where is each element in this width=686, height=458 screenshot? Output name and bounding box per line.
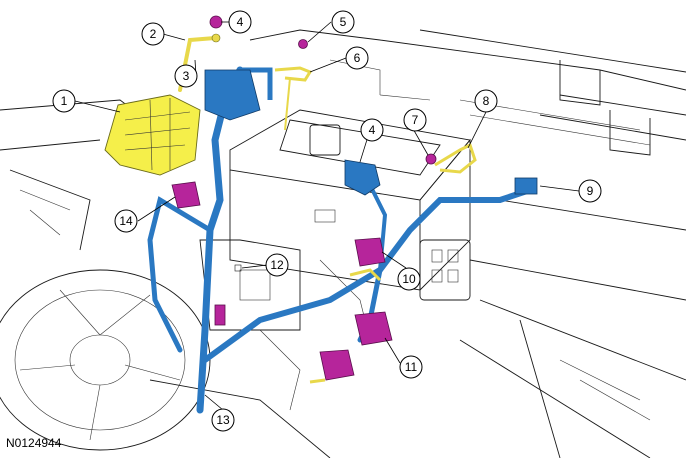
callout-10-label: 10 xyxy=(402,272,416,286)
callout-12-label: 12 xyxy=(270,258,284,272)
callout-5: 5 xyxy=(331,10,355,34)
callout-2-label: 2 xyxy=(150,27,157,41)
callout-3-label: 3 xyxy=(183,69,190,83)
wire-yellow-lower xyxy=(309,268,382,384)
battery-tray xyxy=(234,264,242,272)
callout-3: 3 xyxy=(174,64,198,88)
callout-4a-label: 4 xyxy=(237,15,244,29)
callout-11-label: 11 xyxy=(405,360,418,374)
connector-bottom xyxy=(319,349,355,381)
callout-1: 1 xyxy=(52,89,76,113)
callout-5-label: 5 xyxy=(340,15,347,29)
callout-10: 10 xyxy=(397,267,421,291)
callout-13: 13 xyxy=(211,408,235,432)
engine-bay-line-art xyxy=(0,29,686,458)
callout-6: 6 xyxy=(345,46,369,70)
callout-6-label: 6 xyxy=(354,51,361,65)
callout-4b-label: 4 xyxy=(369,123,376,137)
callout-1-label: 1 xyxy=(61,94,68,108)
callout-8-label: 8 xyxy=(483,94,490,108)
connector-center xyxy=(354,237,386,267)
terminal-battery xyxy=(344,159,381,196)
callout-13-label: 13 xyxy=(216,413,230,427)
callout-14: 14 xyxy=(114,209,138,233)
connector-harness-mid xyxy=(214,304,226,326)
junction-top-blue xyxy=(204,69,261,121)
ground-wire-right xyxy=(434,142,477,174)
callout-11: 11 xyxy=(399,355,423,379)
callout-9-label: 9 xyxy=(587,184,594,198)
figure-id: N0124944 xyxy=(6,436,62,450)
callout-4b: 4 xyxy=(360,118,384,142)
nut-small xyxy=(298,39,308,49)
callout-8: 8 xyxy=(474,89,498,113)
nut-right xyxy=(425,153,437,165)
callout-9: 9 xyxy=(578,179,602,203)
callout-14-label: 14 xyxy=(119,214,133,228)
callout-7: 7 xyxy=(403,108,427,132)
harness-end-right xyxy=(514,177,538,195)
nut-top xyxy=(209,15,223,29)
leader-lines xyxy=(74,21,580,411)
fuse-box-yellow xyxy=(104,94,201,176)
callout-2: 2 xyxy=(141,22,165,46)
callout-12: 12 xyxy=(265,253,289,277)
callout-4a: 4 xyxy=(228,10,252,34)
callout-7-label: 7 xyxy=(412,113,419,127)
connector-lower xyxy=(354,311,393,346)
connector-left xyxy=(171,181,201,209)
